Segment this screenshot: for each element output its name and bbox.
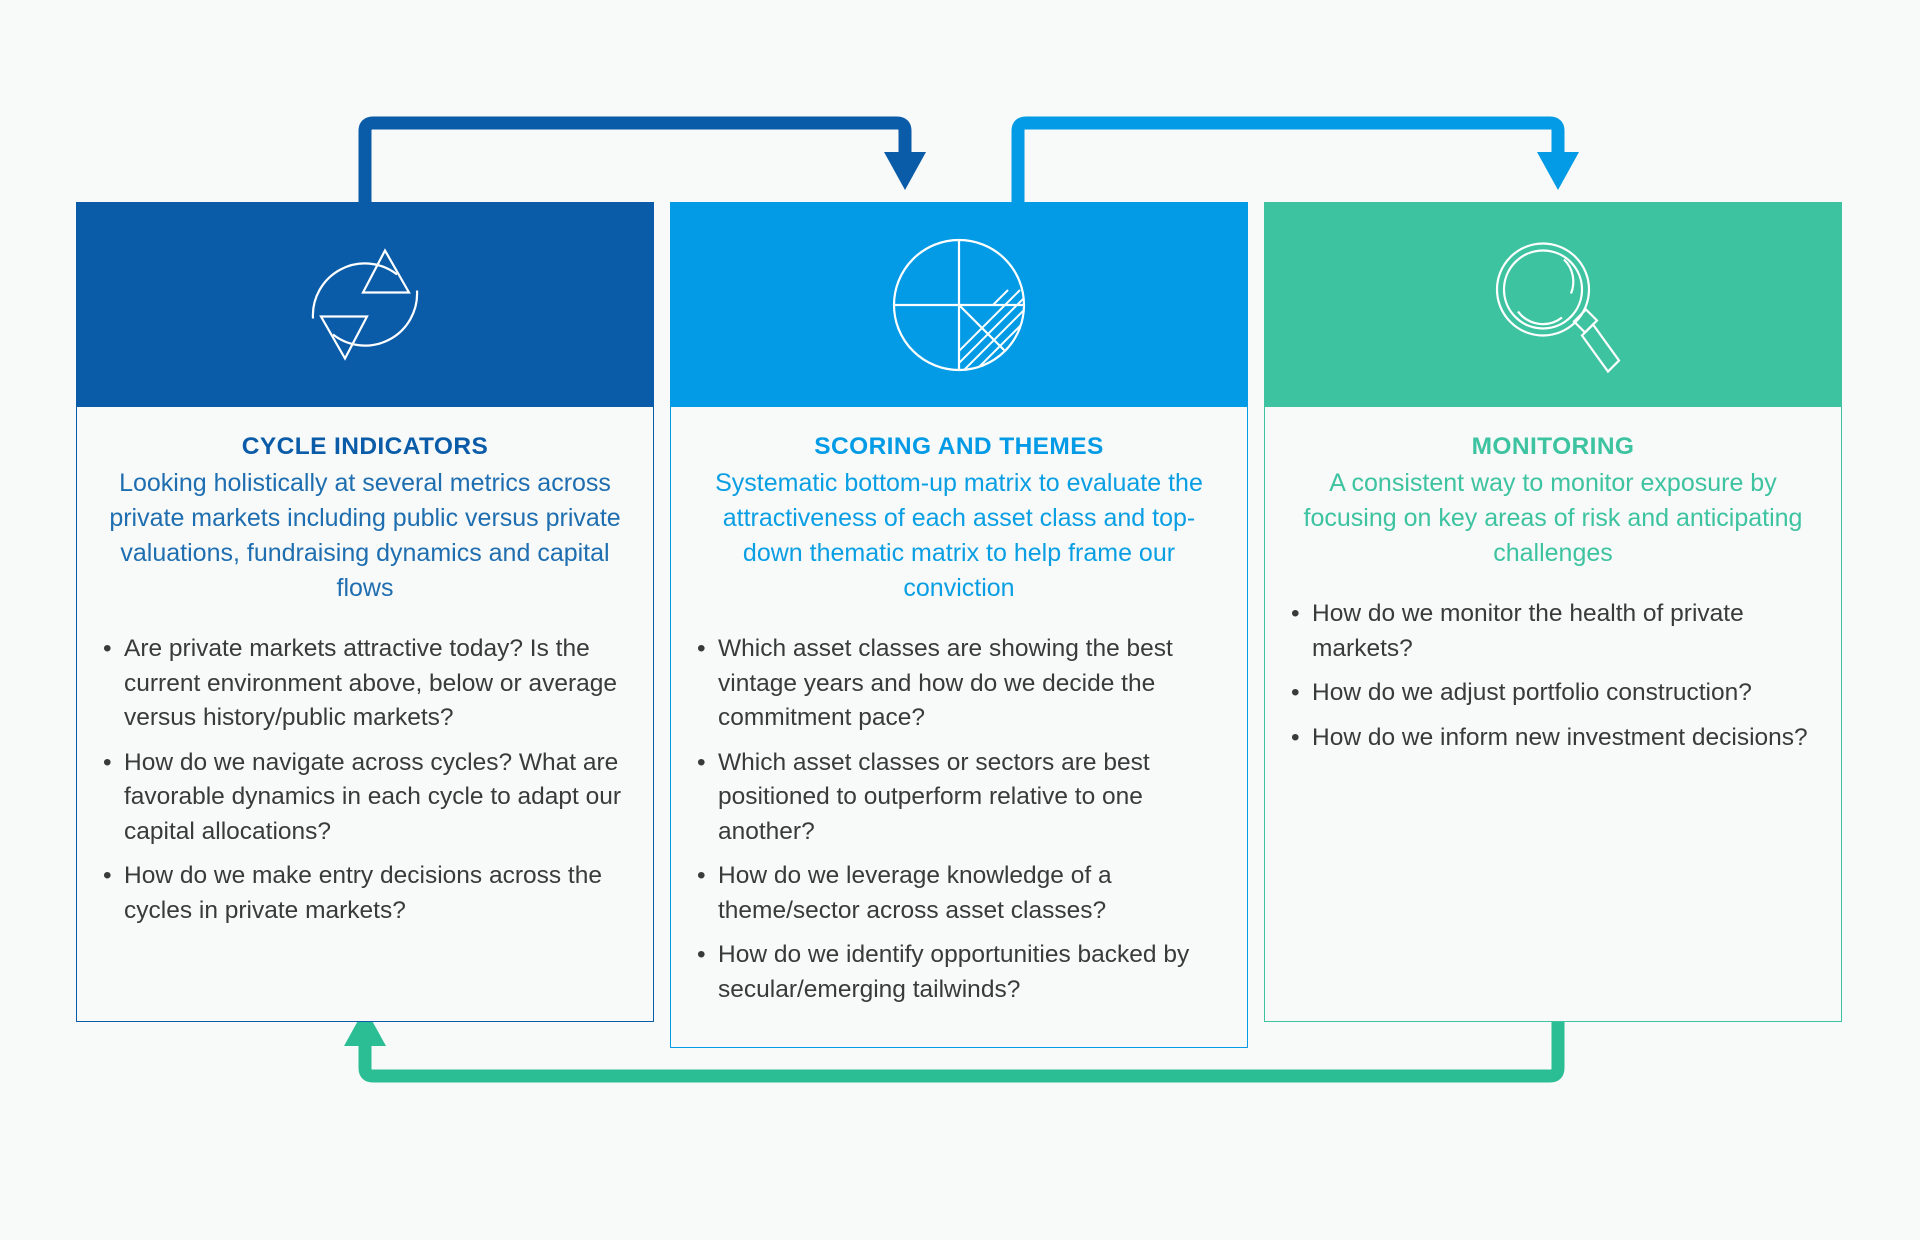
list-item: How do we identify opportunities backed … (695, 938, 1223, 1007)
card-header-cycle-indicators (76, 202, 654, 407)
card-scoring-and-themes[interactable]: SCORING AND THEMES Systematic bottom-up … (670, 202, 1248, 1048)
list-item: How do we adjust portfolio construction? (1289, 676, 1817, 711)
card-title: SCORING AND THEMES (814, 433, 1104, 460)
list-item: How do we leverage knowledge of a theme/… (695, 859, 1223, 928)
connector-card1-to-card2 (358, 116, 926, 202)
list-item: Which asset classes or sectors are best … (695, 746, 1223, 850)
card-title: CYCLE INDICATORS (241, 433, 489, 460)
card-description: Looking holistically at several metrics … (109, 469, 621, 602)
card-header-monitoring (1264, 202, 1842, 407)
card-cycle-indicators[interactable]: CYCLE INDICATORS Looking holistically at… (76, 202, 654, 1022)
pie-chart-icon (892, 238, 1026, 371)
card-body-monitoring: MONITORING A consistent way to monitor e… (1264, 407, 1842, 1022)
card-title: MONITORING (1471, 433, 1635, 460)
card-monitoring[interactable]: MONITORING A consistent way to monitor e… (1264, 202, 1842, 1022)
card-row: CYCLE INDICATORS Looking holistically at… (76, 202, 1844, 1048)
card-bullet-list: Are private markets attractive today? Is… (101, 632, 629, 928)
list-item: Are private markets attractive today? Is… (101, 632, 629, 736)
card-body-cycle-indicators: CYCLE INDICATORS Looking holistically at… (76, 407, 654, 1022)
card-body-scoring-and-themes: SCORING AND THEMES Systematic bottom-up … (670, 407, 1248, 1048)
list-item: Which asset classes are showing the best… (695, 632, 1223, 736)
list-item: How do we monitor the health of private … (1289, 597, 1817, 666)
card-description: A consistent way to monitor exposure by … (1303, 469, 1803, 567)
cycle-arrows-icon (311, 247, 419, 361)
list-item: How do we navigate across cycles? What a… (101, 746, 629, 850)
card-header-scoring-and-themes (670, 202, 1248, 407)
magnifier-icon (1495, 241, 1621, 373)
card-bullet-list: Which asset classes are showing the best… (695, 632, 1223, 1007)
list-item: How do we make entry decisions across th… (101, 859, 629, 928)
list-item: How do we inform new investment decision… (1289, 721, 1817, 756)
connector-card2-to-card3 (1011, 116, 1579, 202)
card-description: Systematic bottom-up matrix to evaluate … (715, 469, 1203, 602)
card-bullet-list: How do we monitor the health of private … (1289, 597, 1817, 755)
